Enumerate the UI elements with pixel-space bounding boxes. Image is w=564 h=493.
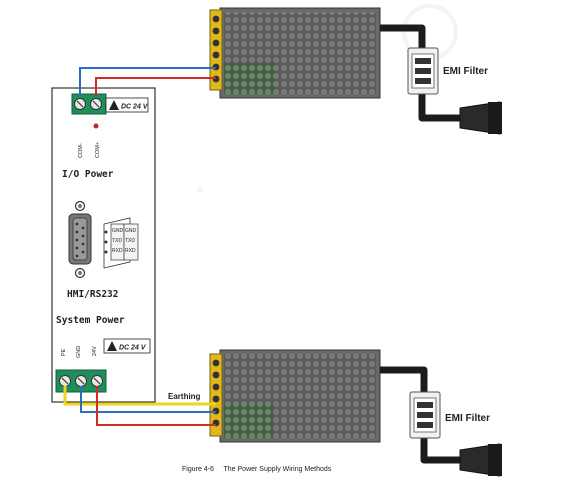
- io-terminal-label-com-minus: COM-: [78, 143, 84, 158]
- figure-caption: Figure 4-6 The Power Supply Wiring Metho…: [182, 466, 332, 473]
- earthing-label: Earthing: [168, 392, 201, 401]
- power-supply-top: [209, 7, 381, 99]
- sys-terminal-label-gnd: GND: [76, 346, 82, 358]
- controller-module: DC 24 V COM- COM+ I/O Power GND TXD: [51, 87, 156, 403]
- io-voltage-badge: DC 24 V: [105, 97, 149, 113]
- io-power-terminal: [71, 93, 107, 115]
- emi-filter-bottom-label: EMI Filter: [445, 413, 490, 424]
- hmi-pin-gnd-left: GND: [112, 228, 124, 234]
- system-power-terminal: [55, 369, 107, 393]
- wire-io-com-minus: [79, 67, 216, 96]
- sys-terminal-label-pe: PE: [61, 348, 67, 356]
- sys-voltage-text: DC 24 V: [119, 345, 147, 352]
- io-voltage-text: DC 24 V: [121, 104, 149, 111]
- wires: [63, 67, 216, 426]
- ac-plug-bottom: [459, 443, 502, 477]
- emi-filter-bottom: [409, 391, 441, 439]
- hmi-pin-rxd-right: RXD: [125, 248, 136, 254]
- emi-filter-top: [407, 47, 439, 95]
- io-led: [93, 123, 99, 129]
- hmi-pin-rxd-left: RXD: [112, 248, 123, 254]
- system-power-title: System Power: [56, 315, 125, 326]
- hmi-pin-gnd-right: GND: [125, 228, 137, 234]
- ac-plug-top: [459, 101, 502, 135]
- power-supply-bottom: [209, 349, 381, 443]
- emi-filter-top-label: EMI Filter: [443, 66, 488, 77]
- ac-cable-bottom: [380, 366, 460, 464]
- hmi-pin-txd-left: TXD: [112, 238, 122, 244]
- db9-port: [68, 200, 92, 279]
- wire-24v: [96, 386, 216, 426]
- wire-gnd: [80, 386, 216, 413]
- hmi-title: HMI/RS232: [67, 289, 118, 300]
- sys-terminal-label-24v: 24V: [92, 346, 98, 356]
- wire-io-com-plus: [95, 77, 216, 96]
- hmi-pinout: GND TXD RXD GND TXD RXD: [103, 217, 139, 269]
- io-terminal-label-com-plus: COM+: [95, 142, 101, 158]
- io-power-title: I/O Power: [62, 169, 114, 180]
- sys-voltage-badge: DC 24 V: [103, 338, 151, 354]
- wire-earthing: [63, 386, 216, 406]
- ac-cable-top: [380, 24, 460, 122]
- hmi-pin-txd-right: TXD: [125, 238, 135, 244]
